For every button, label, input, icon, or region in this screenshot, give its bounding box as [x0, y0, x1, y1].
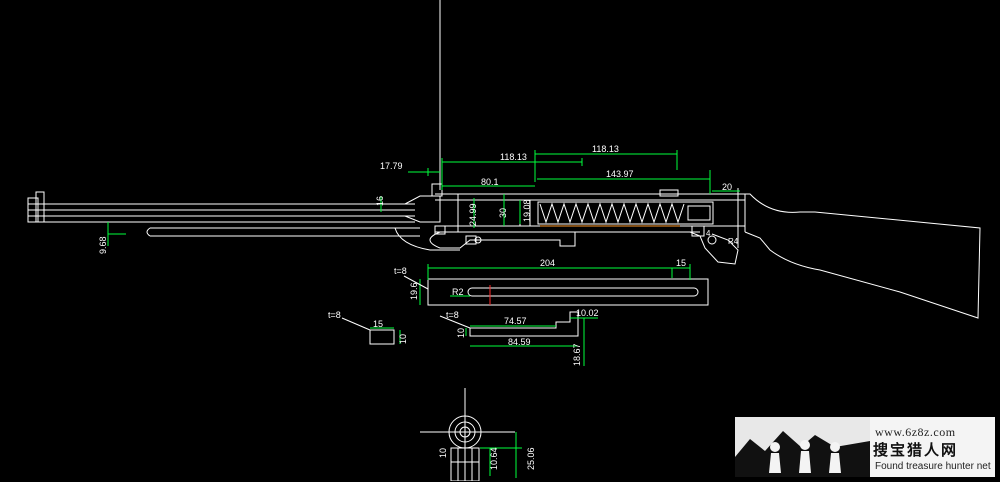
dim-19-08: 19.08 [522, 199, 532, 222]
rifle-assembly: 17.79 118.13 118.13 80.1 143.97 20 16 24… [27, 144, 981, 319]
dim-84-59: 84.59 [508, 337, 531, 347]
dim-118-13-b: 118.13 [592, 144, 619, 154]
dim-204: 204 [540, 258, 555, 268]
plate-part: 204 15 19.6 R2 t=8 [394, 258, 709, 306]
dim-10-b: 10 [456, 328, 466, 338]
dim-10-a: 10 [398, 334, 408, 344]
watermark-chinese-title: 搜宝猎人网 [873, 441, 959, 459]
dim-15-a: 15 [676, 258, 686, 268]
dim-17-79: 17.79 [380, 161, 403, 171]
dim-r4: R4 [728, 237, 739, 246]
dim-80-1: 80.1 [481, 177, 499, 187]
dim-74-57: 74.57 [504, 316, 527, 326]
watermark: www.6z8z.com 搜宝猎人网 Found treasure hunter… [735, 417, 995, 477]
dim-10-c: 10 [438, 448, 448, 458]
thickness-label-c: t=8 [446, 310, 459, 320]
dim-118-13-a: 118.13 [500, 152, 527, 162]
watermark-url: www.6z8z.com [875, 425, 956, 439]
watermark-silhouette-image [735, 417, 870, 477]
dim-9-68: 9.68 [98, 236, 108, 254]
dim-15-b: 15 [373, 319, 383, 329]
dim-16: 16 [375, 196, 385, 206]
small-block-part: 15 10 t=8 [328, 310, 408, 345]
dim-18-67: 18.67 [572, 343, 582, 366]
round-fitting-part: 10 10.64 25.06 [420, 388, 536, 481]
dim-25-06: 25.06 [526, 447, 536, 470]
dim-10-02: 10.02 [576, 308, 599, 318]
dim-30: 30 [498, 208, 508, 218]
thickness-label-b: t=8 [328, 310, 341, 320]
dim-19-6: 19.6 [409, 282, 419, 300]
thickness-label-a: t=8 [394, 266, 407, 276]
dim-20: 20 [722, 182, 732, 192]
dim-4: 4 [706, 229, 711, 238]
watermark-english-title: Found treasure hunter net [875, 461, 991, 472]
dim-r2: R2 [452, 287, 464, 297]
dim-143-97: 143.97 [606, 169, 634, 179]
dim-10-64: 10.64 [489, 447, 499, 470]
dim-24-99: 24.99 [468, 203, 478, 226]
l-bracket-part: t=8 74.57 10.02 10 84.59 18.67 [439, 308, 599, 366]
